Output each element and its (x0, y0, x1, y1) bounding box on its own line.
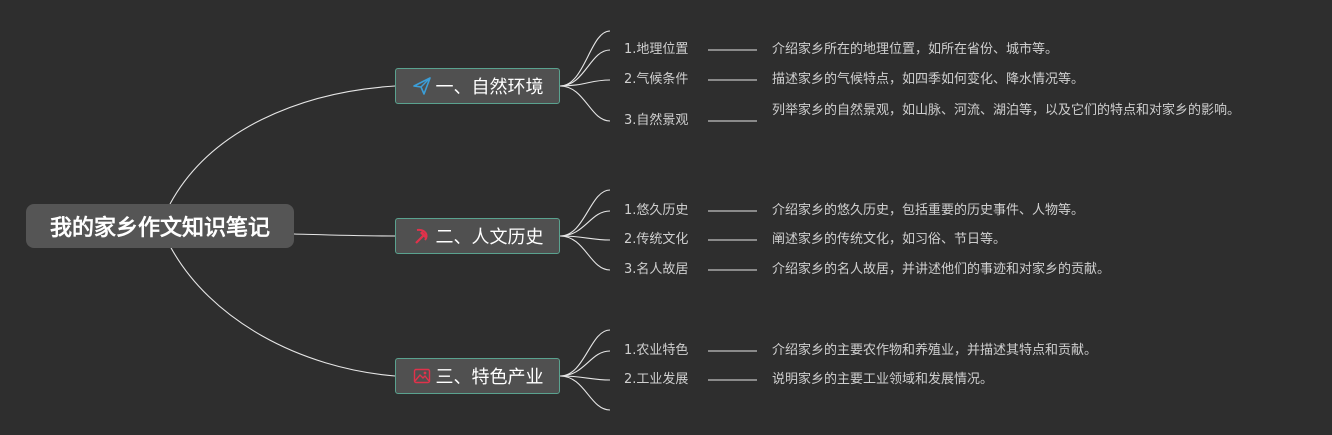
branch-label: 二、人文历史 (435, 227, 544, 248)
paper-plane-icon (412, 76, 432, 96)
edge-branch-1-fan (559, 30, 611, 87)
sub-node-description: 介绍家乡的悠久历史，包括重要的历史事件、人物等。 (772, 203, 1085, 218)
sub-node-description: 阐述家乡的传统文化，如习俗、节日等。 (772, 232, 1007, 247)
sub-node[interactable]: 1.农业特色 (624, 343, 689, 358)
branch-node-special-industry[interactable]: 三、特色产业 (395, 358, 560, 394)
edge-branch-2-fan (559, 189, 611, 237)
sub-node[interactable]: 3.自然景观 (624, 113, 689, 128)
edge-root-branch-1 (169, 85, 396, 205)
sub-node-description: 介绍家乡的主要农作物和养殖业，并描述其特点和贡献。 (772, 343, 1098, 358)
root-title: 我的家乡作文知识笔记 (49, 216, 270, 241)
edge-root-branch-2 (293, 233, 396, 237)
sub-node[interactable]: 1.地理位置 (624, 42, 689, 57)
sub-node[interactable]: 1.悠久历史 (624, 203, 689, 218)
root-node[interactable]: 我的家乡作文知识笔记 (26, 204, 294, 248)
sub-node-description: 描述家乡的气候特点，如四季如何变化、降水情况等。 (772, 72, 1085, 87)
branch-label: 三、特色产业 (435, 367, 544, 388)
branch-label: 一、自然环境 (435, 77, 544, 98)
edge-branch-3-fan (559, 329, 611, 377)
sub-node-description: 列举家乡的自然景观，如山脉、河流、湖泊等，以及它们的特点和对家乡的影响。 (772, 103, 1241, 118)
sub-node[interactable]: 3.名人故居 (624, 262, 689, 277)
sub-node[interactable]: 2.气候条件 (624, 72, 689, 87)
edge-root-branch-3 (169, 245, 396, 377)
branch-node-natural-environment[interactable]: 一、自然环境 (395, 68, 560, 104)
hammer-sickle-icon (412, 226, 432, 246)
sub-node-description: 说明家乡的主要工业领域和发展情况。 (772, 372, 994, 387)
sub-node[interactable]: 2.传统文化 (624, 232, 689, 247)
branch-node-humanities-history[interactable]: 二、人文历史 (395, 218, 560, 254)
sub-node-description: 介绍家乡的名人故居，并讲述他们的事迹和对家乡的贡献。 (772, 262, 1111, 277)
sub-node[interactable]: 2.工业发展 (624, 372, 689, 387)
landscape-icon (412, 366, 432, 386)
sub-node-description: 介绍家乡所在的地理位置，如所在省份、城市等。 (772, 42, 1059, 57)
